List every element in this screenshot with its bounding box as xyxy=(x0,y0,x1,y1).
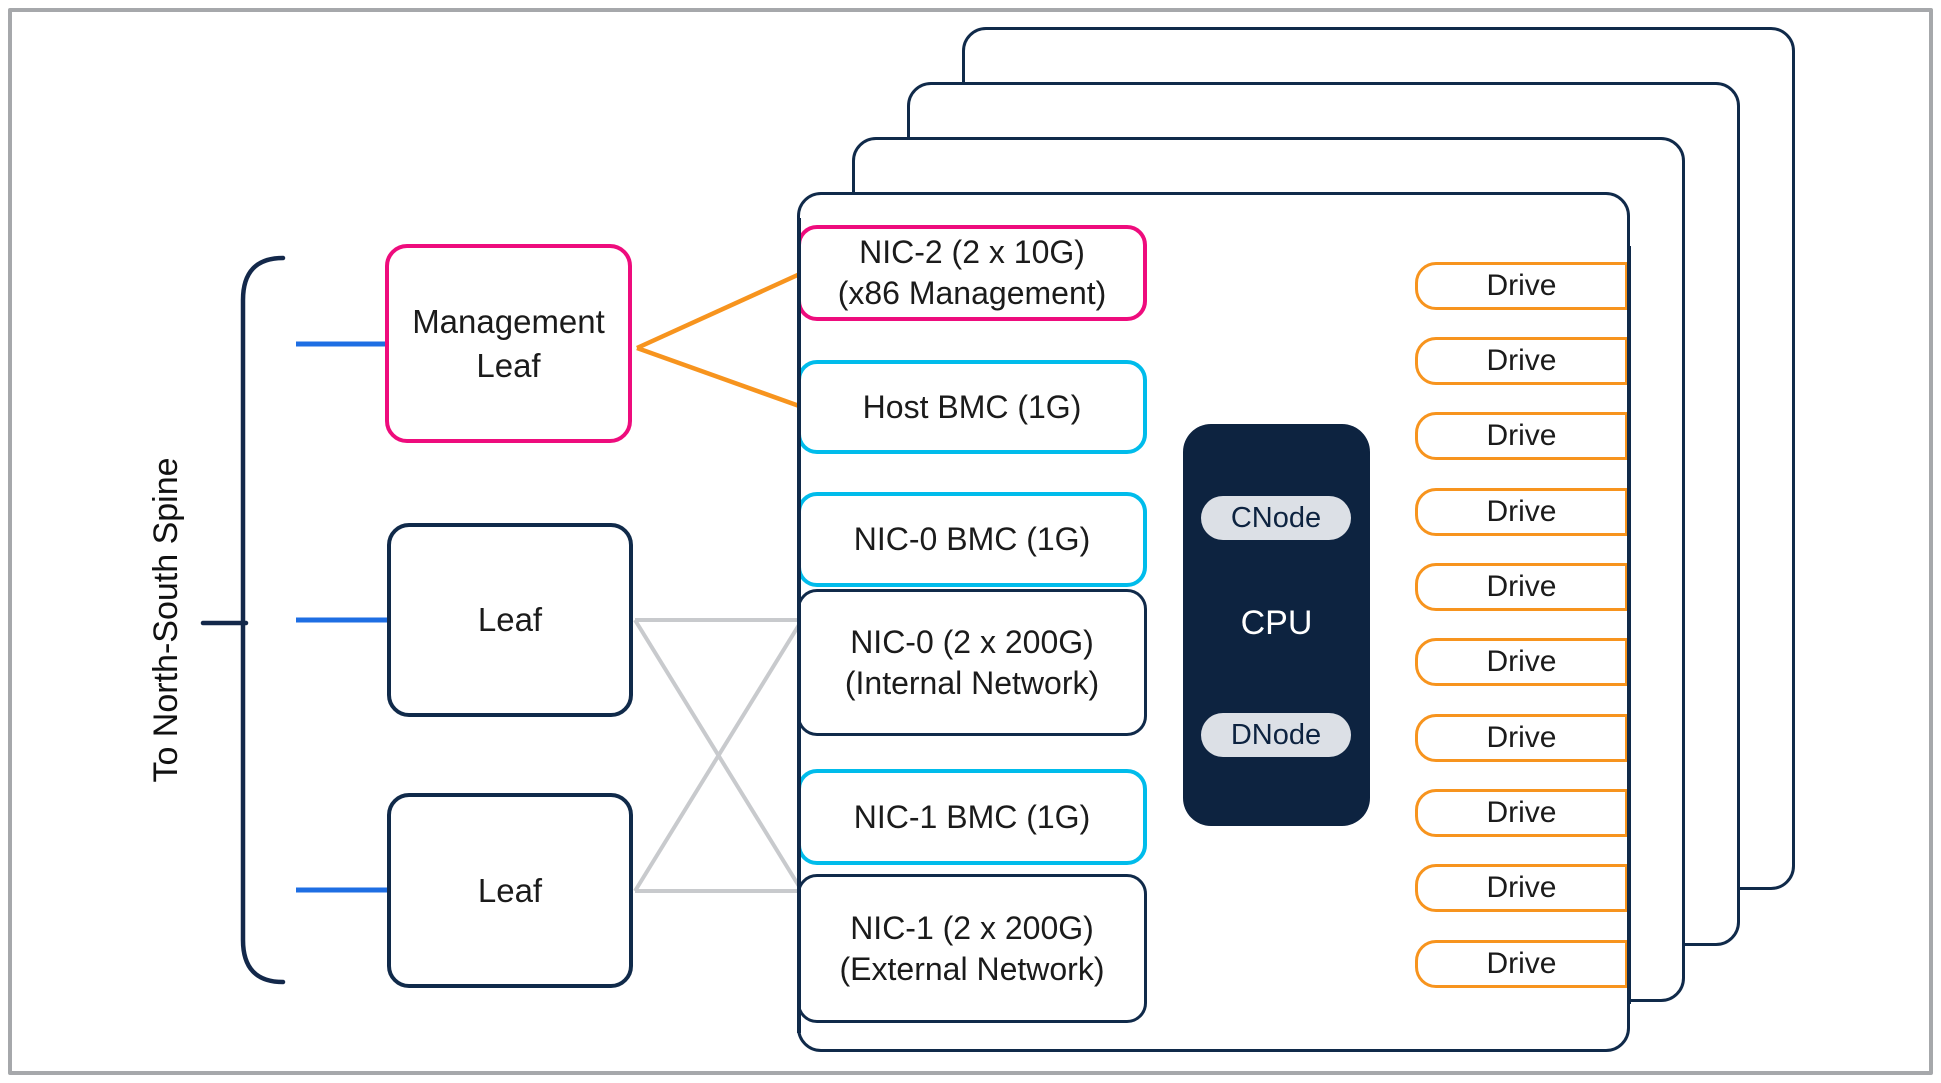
host-bmc-label: Host BMC (1G) xyxy=(862,388,1082,425)
link-leaf2-to-nic0 xyxy=(633,618,804,893)
drive-box-8: Drive xyxy=(1415,789,1628,837)
drive-label: Drive xyxy=(1486,269,1557,302)
drive-label: Drive xyxy=(1486,796,1557,829)
cnode-chip: CNode xyxy=(1201,496,1351,540)
spine-bracket xyxy=(240,255,286,985)
host-bmc-box: Host BMC (1G) xyxy=(797,360,1147,454)
drive-box-10: Drive xyxy=(1415,940,1628,988)
nic0-label-line1: NIC-0 (2 x 200G) xyxy=(850,623,1094,660)
nic0-bmc-box: NIC-0 BMC (1G) xyxy=(797,492,1147,587)
drive-label: Drive xyxy=(1486,495,1557,528)
dnode-label: DNode xyxy=(1230,718,1322,751)
drive-box-3: Drive xyxy=(1415,412,1628,460)
leaf1-box: Leaf xyxy=(387,523,633,717)
leaf2-label: Leaf xyxy=(477,871,543,909)
nic2-box: NIC-2 (2 x 10G) (x86 Management) xyxy=(797,225,1147,321)
drive-label: Drive xyxy=(1486,645,1557,678)
nic0-box: NIC-0 (2 x 200G) (Internal Network) xyxy=(797,589,1147,736)
leaf2-box: Leaf xyxy=(387,793,633,988)
nic1-label-line1: NIC-1 (2 x 200G) xyxy=(850,909,1094,946)
spine-label: To North-South Spine xyxy=(147,457,185,783)
management-leaf-label-line2: Leaf xyxy=(476,346,541,384)
nic1-bmc-box: NIC-1 BMC (1G) xyxy=(797,769,1147,865)
drive-label: Drive xyxy=(1486,721,1557,754)
drive-box-9: Drive xyxy=(1415,864,1628,912)
leaf1-label: Leaf xyxy=(477,601,543,638)
link-mgmt-to-hostbmc xyxy=(636,345,803,410)
cnode-label: CNode xyxy=(1230,501,1322,534)
chassis-right-edge xyxy=(1626,246,1631,1004)
management-leaf-box: Management Leaf xyxy=(385,244,632,443)
dnode-chip: DNode xyxy=(1201,713,1351,757)
drive-label: Drive xyxy=(1486,570,1557,603)
link-mgmt-to-nic2 xyxy=(636,270,803,351)
drive-box-5: Drive xyxy=(1415,563,1628,611)
nic1-label-line2: (External Network) xyxy=(839,950,1105,987)
drive-label: Drive xyxy=(1486,871,1557,904)
drive-label: Drive xyxy=(1486,947,1557,980)
cpu-block xyxy=(1183,424,1370,826)
nic1-box: NIC-1 (2 x 200G) (External Network) xyxy=(797,874,1147,1023)
drive-label: Drive xyxy=(1486,344,1557,377)
drive-box-7: Drive xyxy=(1415,714,1628,762)
nic1-bmc-label: NIC-1 BMC (1G) xyxy=(853,798,1091,835)
nic0-label-line2: (Internal Network) xyxy=(844,664,1100,701)
drive-box-2: Drive xyxy=(1415,337,1628,385)
management-leaf-label-line1: Management xyxy=(412,302,605,340)
drive-box-4: Drive xyxy=(1415,488,1628,536)
drive-label: Drive xyxy=(1486,419,1557,452)
nic2-label-line1: NIC-2 (2 x 10G) xyxy=(859,234,1085,270)
cpu-label: CPU xyxy=(1240,604,1313,642)
nic0-bmc-label: NIC-0 BMC (1G) xyxy=(853,521,1091,557)
chassis-left-edge xyxy=(797,218,801,1033)
nic2-label-line2: (x86 Management) xyxy=(837,275,1107,311)
drive-box-6: Drive xyxy=(1415,638,1628,686)
drive-box-1: Drive xyxy=(1415,262,1628,310)
